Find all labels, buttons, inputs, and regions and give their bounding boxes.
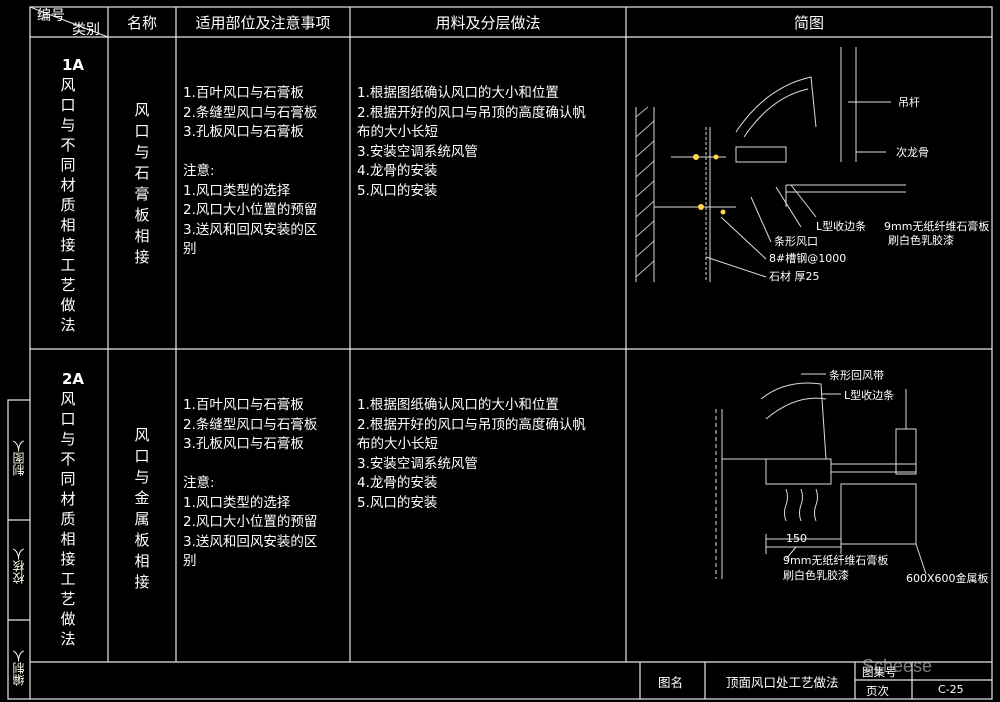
- watermark: Scheese: [862, 656, 933, 676]
- label-paint: 刷白色乳胶漆: [783, 568, 849, 582]
- row-code: 1A: [62, 56, 85, 74]
- row-name: 风口与金属板相接: [134, 426, 150, 591]
- header-category: 类别: [72, 22, 100, 38]
- label-strip-vent: 条形风口: [774, 234, 818, 248]
- side-editor: 编制人: [12, 650, 26, 686]
- label-hanger: 吊杆: [898, 95, 920, 109]
- header-name: 名称: [126, 13, 157, 32]
- label-board: 9mm无纸纤维石膏板: [783, 553, 888, 567]
- header-code: 编号: [37, 8, 65, 24]
- footer-set-label: 图集号: [862, 665, 897, 679]
- side-checker: 校核人: [12, 548, 26, 584]
- label-stone: 石材 厚25: [769, 269, 820, 283]
- header-materials: 用料及分层做法: [435, 13, 541, 32]
- side-maker: 制图人: [12, 440, 26, 476]
- label-metal: 600X600金属板: [906, 571, 989, 585]
- footer-page: C-25: [938, 683, 964, 696]
- row-code: 2A: [62, 370, 85, 388]
- row-category: 风口与不同材质相接工艺做法: [60, 76, 76, 334]
- header-scope: 适用部位及注意事项: [195, 13, 331, 32]
- label-l-edge: L型收边条: [816, 219, 866, 233]
- label-secondary-keel: 次龙骨: [896, 145, 929, 159]
- label-board: 9mm无纸纤维石膏板: [884, 219, 989, 233]
- footer-drawing-name: 顶面风口处工艺做法: [726, 675, 839, 690]
- label-dim: 150: [786, 532, 807, 545]
- row-category: 风口与不同材质相接工艺做法: [60, 390, 76, 648]
- label-return-strip: 条形回风带: [829, 368, 884, 382]
- label-paint: 刷白色乳胶漆: [888, 233, 954, 247]
- footer-page-label: 页次: [866, 684, 889, 698]
- header-sketch: 简图: [793, 13, 824, 32]
- footer-name-label: 图名: [658, 675, 684, 690]
- label-l-edge: L型收边条: [844, 388, 894, 402]
- row-name: 风口与石膏板相接: [134, 101, 150, 266]
- sketch-1: 吊杆 次龙骨 L型收边条 9mm无纸纤维石膏板 刷白色乳胶漆 条形风口 8#槽钢…: [635, 47, 989, 283]
- sketch-2: 条形回风带 L型收边条 150 9mm无纸纤维石膏板 刷白色乳胶漆 600X60…: [715, 368, 989, 585]
- label-steel: 8#槽钢@1000: [769, 252, 846, 265]
